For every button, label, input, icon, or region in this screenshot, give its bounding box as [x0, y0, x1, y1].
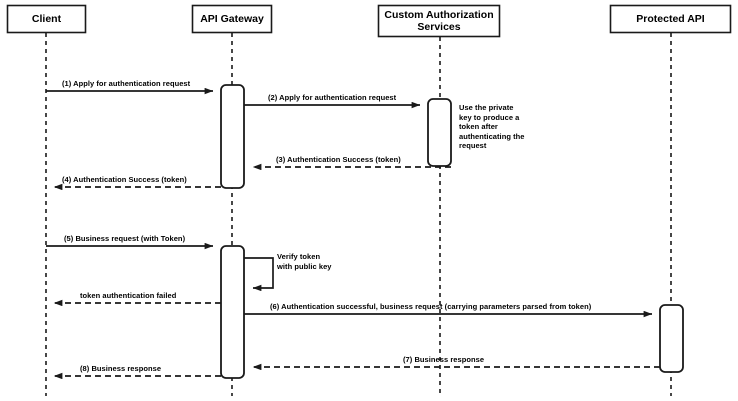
actor-box-gateway: [191, 4, 273, 34]
note-auth-private-key: Use the private key to produce a token a…: [459, 103, 525, 150]
actor-header-boxes: [6, 4, 732, 38]
actor-label-client: Client: [31, 13, 62, 25]
message-label-token-failed: token authentication failed: [80, 291, 177, 300]
message-label-1: (1) Apply for authentication request: [62, 79, 191, 88]
message-arrows: [46, 87, 660, 380]
activation-gateway-biz: [220, 245, 245, 379]
actor-label-gateway: API Gateway: [200, 13, 264, 25]
message-label-7: (7) Business response: [403, 355, 485, 364]
activation-gateway-auth: [220, 84, 245, 189]
actor-box-auth: [377, 4, 501, 38]
actor-label-api: Protected API: [636, 13, 705, 25]
message-label-self-verify: Verify token with public key: [277, 252, 332, 271]
actor-box-api: [609, 4, 732, 34]
activation-auth-service: [427, 98, 452, 167]
message-label-2: (2) Apply for authentication request: [268, 93, 397, 102]
actor-box-client: [6, 4, 87, 34]
message-label-5: (5) Business request (with Token): [64, 234, 186, 243]
activation-protected-api: [659, 304, 684, 373]
message-label-3: (3) Authentication Success (token): [276, 155, 401, 164]
message-label-4: (4) Authentication Success (token): [62, 175, 187, 184]
lifelines: [45, 33, 672, 396]
arrow-self-verify: [244, 257, 274, 292]
actor-label-auth: Custom Authorization Services: [384, 9, 494, 33]
message-label-8: (8) Business response: [80, 364, 162, 373]
message-label-6: (6) Authentication successful, business …: [270, 302, 592, 311]
activation-bars: [220, 84, 684, 379]
